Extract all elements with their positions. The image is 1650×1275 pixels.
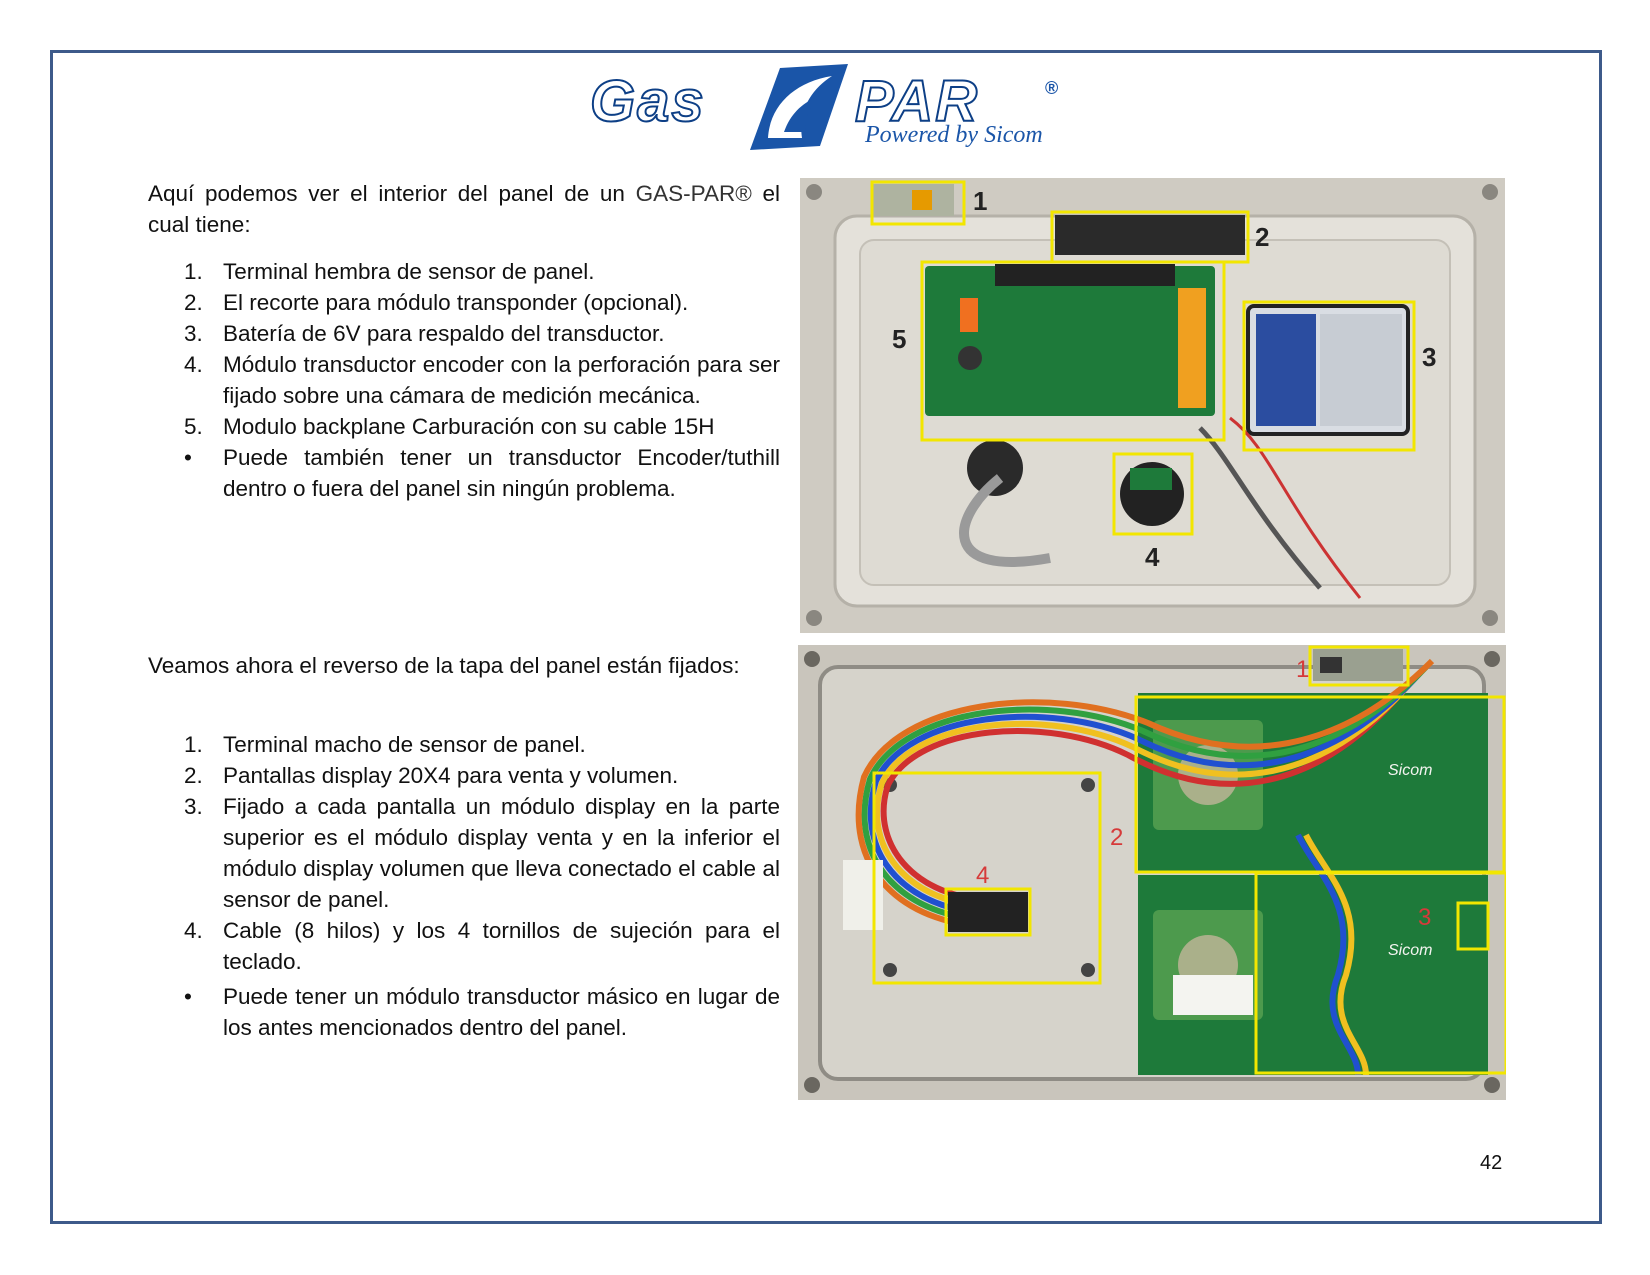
panel-lid-photo: Sicom Sicom 1 2 3 4 [798,645,1506,1100]
intro-brand: GAS-PAR® [635,181,752,206]
photo1-label-2: 2 [1255,222,1269,252]
section2-list: 1. Terminal macho de sensor de panel. 2. P… [148,729,780,1043]
list-text: Puede tener un módulo transductor másico… [223,984,780,1040]
list-text: Fijado a cada pantalla un módulo display… [223,794,780,912]
photo1-label-1: 1 [973,186,987,216]
intro-prefix: Aquí podemos ver el interior del panel d… [148,181,636,206]
photo1-label-3: 3 [1422,342,1436,372]
logo-tagline: Powered by Sicom [865,122,1043,148]
panel-lid-illustration: Sicom Sicom 1 2 3 4 [798,645,1506,1100]
photo2-label-1: 1 [1296,656,1309,683]
list-marker: 4. [184,352,203,377]
list-text: Terminal hembra de sensor de panel. [223,259,595,284]
list-item: 4. Módulo transductor encoder con la perf… [148,349,780,411]
photo2-label-4: 4 [976,862,989,889]
list-marker: 2. [184,763,203,788]
list-item: 1. Terminal macho de sensor de panel. [148,729,780,760]
list-marker: 1. [184,259,203,284]
registered-mark: ® [1045,78,1059,98]
section1-list: 1. Terminal hembra de sensor de panel. 2.… [148,256,780,504]
list-marker: • [184,984,192,1009]
list-item: 3. Fijado a cada pantalla un módulo displ… [148,791,780,915]
list-marker: 2. [184,290,203,315]
logo-word-gas: Gas [589,68,706,135]
logo-word-par: PAR [854,68,980,135]
board-brand-bottom: Sicom [1388,942,1432,959]
board-brand-top: Sicom [1388,762,1432,779]
panel-interior-illustration: 1 2 3 4 5 [800,178,1505,633]
list-text: Modulo backplane Carburación con su cabl… [223,414,715,439]
photo1-label-4: 4 [1145,542,1160,572]
section2-intro: Veamos ahora el reverso de la tapa del p… [148,653,740,678]
list-item: 4. Cable (8 hilos) y los 4 tornillos de s… [148,915,780,977]
gaspar-logo: Gas PAR ® Powered by Sicom [589,60,1060,155]
list-text: Cable (8 hilos) y los 4 tornillos de suj… [223,918,780,974]
page-border [50,50,1602,1224]
list-text: Batería de 6V para respaldo del transduc… [223,321,665,346]
list-item: 2. El recorte para módulo transponder (op… [148,287,780,318]
list-text: Puede también tener un transductor Encod… [223,445,780,501]
list-item: 3. Batería de 6V para respaldo del transd… [148,318,780,349]
list-marker: 3. [184,794,203,819]
panel-interior-photo: 1 2 3 4 5 [800,178,1505,633]
photo1-label-5: 5 [892,324,906,354]
list-text: El recorte para módulo transponder (opci… [223,290,689,315]
list-marker: 5. [184,414,203,439]
list-item: 5. Modulo backplane Carburación con su ca… [148,411,780,442]
intro-suffix: el cual tiene: [148,181,781,237]
section1-intro: Aquí podemos ver el interior del panel d… [148,178,780,240]
list-item: • Puede también tener un transductor Enco… [148,442,780,504]
list-marker: 4. [184,918,203,943]
page-number: 42 [1480,1152,1503,1174]
list-marker: • [184,445,192,470]
list-item: • Puede tener un módulo transductor másic… [148,981,780,1043]
list-text: Módulo transductor encoder con la perfor… [223,352,780,408]
photo2-label-3: 3 [1418,904,1431,931]
leaf-icon [750,64,848,150]
list-text: Terminal macho de sensor de panel. [223,732,586,757]
list-marker: 1. [184,732,203,757]
photo2-label-2: 2 [1110,824,1123,851]
list-item: 2. Pantallas display 20X4 para venta y vo… [148,760,780,791]
list-text: Pantallas display 20X4 para venta y volu… [223,763,679,788]
list-item: 1. Terminal hembra de sensor de panel. [148,256,780,287]
list-marker: 3. [184,321,203,346]
